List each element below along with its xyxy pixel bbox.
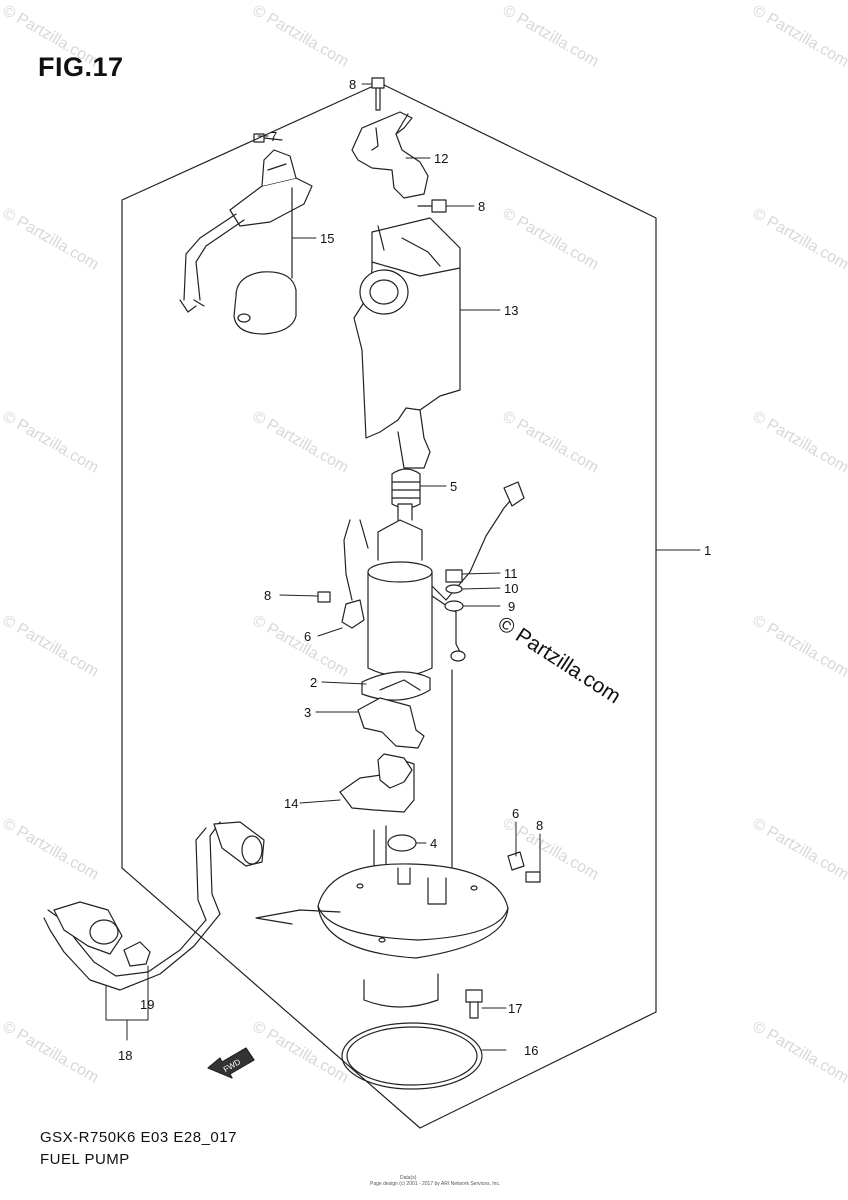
callout-13: 13 <box>504 303 518 318</box>
callout-11: 11 <box>504 566 518 581</box>
callout-14: 14 <box>284 796 298 811</box>
callout-19: 19 <box>140 997 154 1012</box>
callout-8: 8 <box>536 818 543 833</box>
part-mounting-plate <box>317 863 509 959</box>
callout-8: 8 <box>478 199 485 214</box>
part-holder <box>357 697 425 749</box>
part-bolt-right <box>417 199 447 213</box>
part-pump-cushion <box>361 671 431 701</box>
callout-5: 5 <box>450 479 457 494</box>
model-code: GSX-R750K6 E03 E28_017 <box>40 1129 237 1146</box>
part-float <box>233 271 297 335</box>
part-hose-joint <box>213 821 265 867</box>
fwd-arrow-icon <box>207 1047 255 1079</box>
callout-6: 6 <box>304 629 311 644</box>
figure-title: FIG.17 <box>38 52 124 82</box>
part-bolt-8-right <box>525 871 541 883</box>
part-fuel-sender <box>229 177 313 227</box>
part-fuel-pump <box>367 571 433 677</box>
footer-copyright: Page design (c) 2001 - 2017 by ARI Netwo… <box>370 1181 501 1187</box>
callout-1: 1 <box>704 543 711 558</box>
part-wire-harness <box>431 493 517 601</box>
part-o-ring-4 <box>387 834 417 852</box>
callout-3: 3 <box>304 705 311 720</box>
part-cushion <box>391 468 421 509</box>
callout-10: 10 <box>504 581 518 596</box>
part-bolt-top <box>371 77 385 111</box>
callout-9: 9 <box>508 599 515 614</box>
part-gasket <box>341 1022 483 1090</box>
part-screw-7 <box>253 133 283 143</box>
callout-8: 8 <box>349 77 356 92</box>
callout-12: 12 <box>434 151 448 166</box>
callout-4: 4 <box>430 836 437 851</box>
part-screw-17 <box>465 989 483 1019</box>
part-hose-clamp <box>123 941 151 967</box>
part-screw-left <box>317 591 331 603</box>
callout-16: 16 <box>524 1043 538 1058</box>
figure-caption: FUEL PUMP <box>40 1151 130 1168</box>
part-washer-10 <box>445 584 463 594</box>
part-bracket <box>351 111 429 199</box>
callout-8: 8 <box>264 588 271 603</box>
callout-15: 15 <box>320 231 334 246</box>
part-nut-11 <box>445 569 463 583</box>
callout-7: 7 <box>270 129 277 144</box>
part-washer-9 <box>444 600 464 612</box>
callout-2: 2 <box>310 675 317 690</box>
footer-tag: Data(s) <box>400 1175 417 1181</box>
callout-17: 17 <box>508 1001 522 1016</box>
callout-6: 6 <box>512 806 519 821</box>
part-upper-case <box>353 217 461 439</box>
callout-18: 18 <box>118 1048 132 1063</box>
part-hose-joint <box>53 901 123 955</box>
part-terminal-6 <box>341 599 365 629</box>
